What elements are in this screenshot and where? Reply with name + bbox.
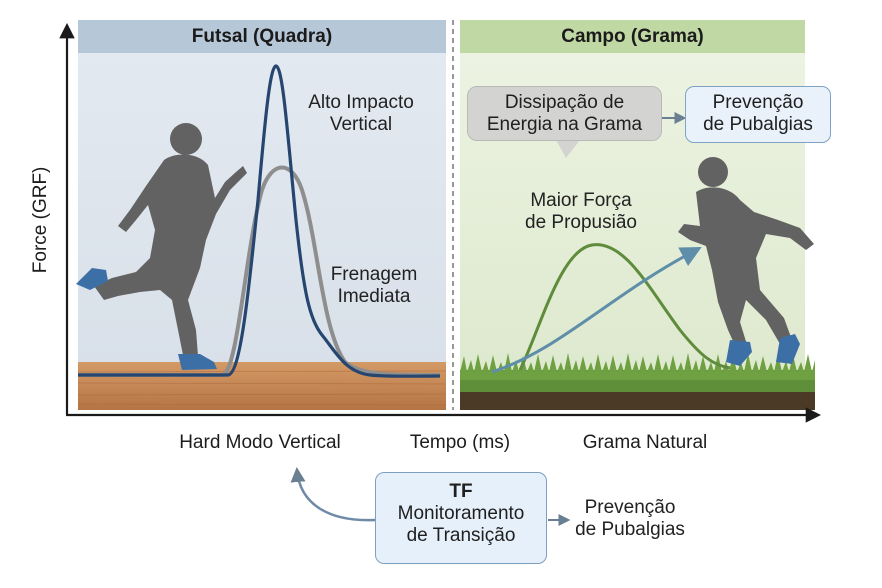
dissipacao-box: Dissipação de Energia na Grama bbox=[467, 86, 662, 141]
prevencao-top-line2: de Pubalgias bbox=[703, 113, 813, 135]
shoe-icon-left-front bbox=[178, 354, 217, 370]
annotation-frenagem: Frenagem Imediata bbox=[318, 264, 430, 308]
tf-line2: de Transição bbox=[406, 524, 516, 546]
left-panel-header: Futsal (Quadra) bbox=[191, 26, 333, 47]
annotation-maior-forca-line2: de Propusião bbox=[525, 211, 637, 233]
shoe-icon-right-front bbox=[726, 340, 752, 366]
runner-silhouette-left bbox=[94, 123, 247, 360]
curve-blue-impact bbox=[78, 64, 441, 378]
dissipacao-bubble-tail bbox=[556, 140, 580, 158]
tf-line1: Monitoramento bbox=[397, 502, 525, 524]
curve-gray-braking bbox=[78, 165, 441, 378]
x-axis-label-left: Hard Modo Vertical bbox=[179, 432, 341, 453]
curve-green-propulsion bbox=[518, 243, 731, 371]
propulsion-arrow bbox=[491, 247, 702, 374]
tf-monitoring-box: TF Monitoramento de Transição bbox=[375, 472, 547, 564]
x-axis-label-right: Grama Natural bbox=[582, 432, 708, 453]
annotation-alto-impacto-line2: Vertical bbox=[329, 113, 393, 135]
right-panel-header-bg bbox=[460, 20, 805, 53]
tf-feedback-arrow bbox=[290, 467, 376, 522]
annotation-maior-forca-line1: Maior Força bbox=[530, 190, 632, 211]
annotation-frenagem-line2: Imediata bbox=[337, 285, 411, 307]
y-axis-label: Force (GRF) bbox=[30, 166, 52, 274]
dissipacao-line1: Dissipação de bbox=[504, 92, 625, 113]
tf-title: TF bbox=[449, 481, 473, 502]
grass-blades bbox=[460, 353, 815, 380]
annotation-alto-impacto: Alto Impacto Vertical bbox=[296, 92, 426, 136]
dissipacao-line2: Energia na Grama bbox=[486, 113, 643, 135]
soil-strip bbox=[460, 390, 815, 410]
prevencao-bottom: Prevenção de Pubalgias bbox=[560, 497, 700, 541]
left-panel-header-bg bbox=[78, 20, 446, 53]
runner-silhouette-right bbox=[678, 157, 814, 352]
shoe-icon-left-back bbox=[76, 268, 108, 290]
annotation-alto-impacto-line1: Alto Impacto bbox=[308, 92, 414, 113]
annotation-maior-forca: Maior Força de Propusião bbox=[506, 190, 656, 234]
prevencao-top-line1: Prevenção bbox=[712, 92, 804, 113]
wood-floor bbox=[78, 362, 446, 410]
wood-grain bbox=[77, 370, 447, 406]
annotation-frenagem-line1: Frenagem bbox=[330, 264, 418, 285]
right-panel-header: Campo (Grama) bbox=[561, 26, 704, 47]
prevencao-top-box: Prevenção de Pubalgias bbox=[685, 86, 831, 143]
shoe-icon-right-back bbox=[776, 334, 800, 364]
prevencao-bottom-line1: Prevenção bbox=[584, 497, 676, 518]
prevencao-bottom-line2: de Pubalgias bbox=[575, 518, 685, 540]
x-axis-label-center: Tempo (ms) bbox=[409, 432, 511, 453]
